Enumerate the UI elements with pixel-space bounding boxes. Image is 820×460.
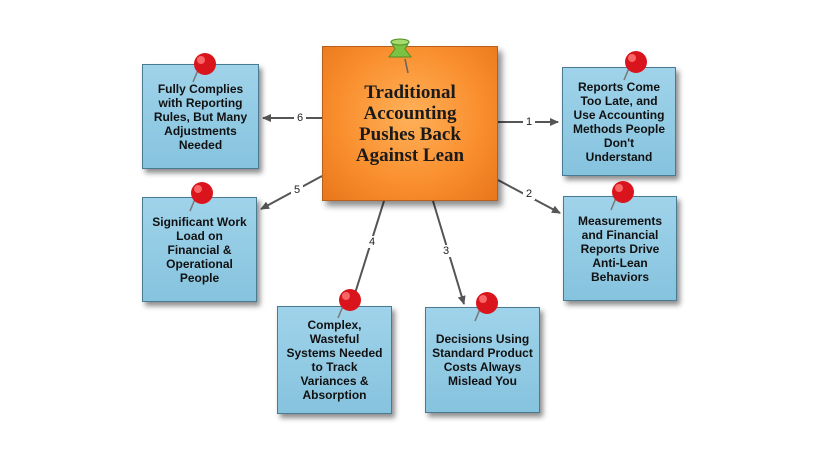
green-pushpin-icon <box>388 38 412 74</box>
red-pushpin-icon <box>610 181 634 211</box>
note-text-4: Complex, Wasteful Systems Needed to Trac… <box>286 318 383 402</box>
step-number-6: 6 <box>294 112 307 124</box>
step-number-2: 2 <box>523 188 536 200</box>
connector-arrow-4 <box>350 200 385 304</box>
note-card-1: Reports Come Too Late, and Use Accountin… <box>562 67 676 176</box>
step-number-4: 4 <box>366 236 379 248</box>
note-text-5: Significant Work Load on Financial & Ope… <box>152 214 247 285</box>
central-topic-title: Traditional Accounting Pushes Back Again… <box>355 81 465 166</box>
red-pushpin-icon <box>189 182 213 212</box>
red-pushpin-icon <box>337 289 361 319</box>
note-card-3: Decisions Using Standard Product Costs A… <box>425 307 540 413</box>
note-card-6: Fully Complies with Reporting Rules, But… <box>142 64 259 169</box>
note-text-3: Decisions Using Standard Product Costs A… <box>432 332 533 388</box>
step-number-3: 3 <box>440 245 453 257</box>
note-text-1: Reports Come Too Late, and Use Accountin… <box>572 79 665 164</box>
step-number-1: 1 <box>523 116 536 128</box>
central-topic-box: Traditional Accounting Pushes Back Again… <box>322 46 498 201</box>
red-pushpin-icon <box>474 292 498 322</box>
note-text-6: Fully Complies with Reporting Rules, But… <box>153 81 248 152</box>
note-card-2: Measurements and Financial Reports Drive… <box>563 196 677 301</box>
red-pushpin-icon <box>192 53 216 83</box>
note-card-4: Complex, Wasteful Systems Needed to Trac… <box>277 306 392 414</box>
note-card-5: Significant Work Load on Financial & Ope… <box>142 197 257 302</box>
note-text-2: Measurements and Financial Reports Drive… <box>577 213 663 284</box>
red-pushpin-icon <box>623 51 647 81</box>
step-number-5: 5 <box>291 184 304 196</box>
